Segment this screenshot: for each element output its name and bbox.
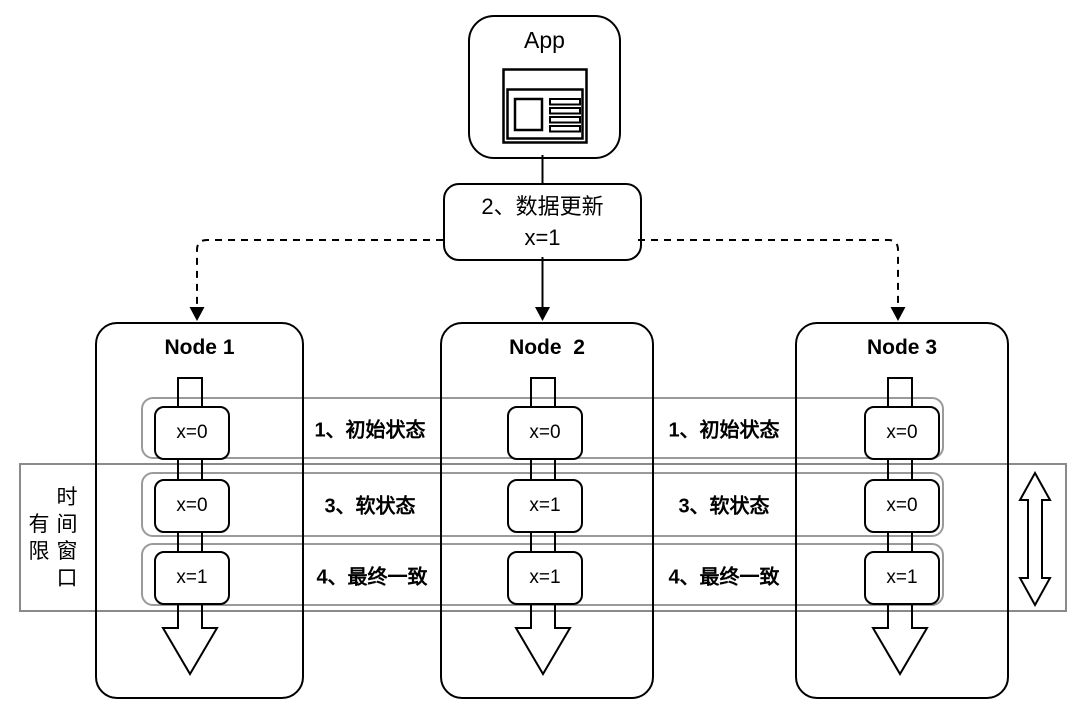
node-2-title: Node 2 bbox=[509, 336, 585, 359]
update-line1: 2、数据更新 bbox=[481, 194, 604, 219]
stage-label-initial-right: 1、初始状态 bbox=[668, 419, 780, 442]
stage-label-initial-left: 1、初始状态 bbox=[314, 419, 426, 442]
stage-label-soft-right: 3、软状态 bbox=[678, 495, 770, 518]
update-to-node3-dashed-line bbox=[638, 239, 899, 308]
time-window-label: 时 有 间 限 窗 口 bbox=[25, 482, 81, 590]
time-window-char: 限 bbox=[28, 539, 50, 563]
node-3-value-final: x=1 bbox=[864, 551, 940, 605]
update-to-node1-dashed-line bbox=[196, 239, 443, 308]
stage-label-soft-left: 3、软状态 bbox=[324, 495, 416, 518]
update-to-node3-arrowhead-icon bbox=[890, 307, 906, 321]
update-box: 2、数据更新 x=1 bbox=[443, 183, 642, 261]
time-window-char: 间 bbox=[56, 512, 78, 536]
node-1-value-initial: x=0 bbox=[154, 406, 230, 460]
node-3-title: Node 3 bbox=[866, 336, 937, 359]
node-1-title: Node 1 bbox=[164, 336, 235, 359]
node-2-value-final: x=1 bbox=[507, 551, 583, 605]
node-3-box: Node 3 bbox=[795, 322, 1009, 699]
update-line2: x=1 bbox=[524, 225, 561, 250]
stage-label-final-left: 4、最终一致 bbox=[316, 566, 428, 589]
node-2-value-initial: x=0 bbox=[507, 406, 583, 460]
node-3-value-initial: x=0 bbox=[864, 406, 940, 460]
time-window-char: 时 bbox=[56, 485, 78, 509]
node-3-value-soft: x=0 bbox=[864, 479, 940, 533]
update-to-node1-arrowhead-icon bbox=[189, 307, 205, 321]
node-1-value-final: x=1 bbox=[154, 551, 230, 605]
stage-label-final-right: 4、最终一致 bbox=[668, 566, 780, 589]
time-window-char: 口 bbox=[56, 566, 78, 590]
node-2-value-soft: x=1 bbox=[507, 479, 583, 533]
time-window-char: 有 bbox=[28, 512, 50, 536]
app-window-icon bbox=[502, 68, 588, 144]
node-1-box: Node 1 bbox=[95, 322, 304, 699]
update-to-node2-arrowhead-icon bbox=[535, 307, 550, 321]
time-window-char: 窗 bbox=[56, 539, 78, 563]
node-2-box: Node 2 bbox=[440, 322, 654, 699]
app-label: App bbox=[524, 27, 565, 53]
app-box: App bbox=[468, 15, 621, 159]
node-1-value-soft: x=0 bbox=[154, 479, 230, 533]
